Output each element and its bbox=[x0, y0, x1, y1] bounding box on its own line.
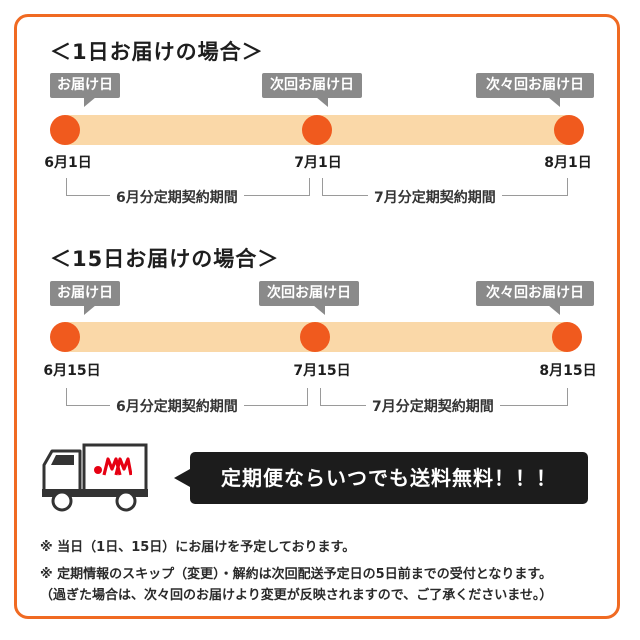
contract-period-label: 7月分定期契約期間 bbox=[366, 396, 500, 416]
date-label: 8月15日 bbox=[539, 363, 597, 379]
date-label: 8月1日 bbox=[544, 155, 592, 171]
timeline-dot bbox=[552, 322, 582, 352]
delivery-truck-icon bbox=[40, 443, 150, 517]
timeline-dot bbox=[554, 115, 584, 145]
after-next-delivery-tag: 次々回お届け日 bbox=[476, 281, 594, 315]
date-label: 6月1日 bbox=[44, 155, 92, 171]
contract-period-label: 6月分定期契約期間 bbox=[110, 187, 244, 207]
delivery-date-tag: お届け日 bbox=[50, 281, 120, 315]
date-label: 7月1日 bbox=[294, 155, 342, 171]
section-title-1st: ＜1日お届けの場合＞ bbox=[50, 40, 264, 64]
date-label: 6月15日 bbox=[43, 363, 101, 379]
section-title-15th: ＜15日お届けの場合＞ bbox=[50, 247, 280, 271]
timeline-dot bbox=[50, 115, 80, 145]
next-delivery-tag: 次回お届け日 bbox=[262, 73, 362, 107]
contract-period-label: 6月分定期契約期間 bbox=[110, 396, 244, 416]
note-skip-cancel: ※ 定期情報のスキップ（変更）・解約は次回配送予定日の5日前までの受付となります… bbox=[40, 567, 553, 582]
next-delivery-tag: 次回お届け日 bbox=[259, 281, 359, 315]
note-delivery-schedule: ※ 当日（1日、15日）にお届けを予定しております。 bbox=[40, 540, 356, 555]
page-frame bbox=[14, 14, 620, 619]
timeline-dot bbox=[300, 322, 330, 352]
date-label: 7月15日 bbox=[293, 363, 351, 379]
note-late-change: （過ぎた場合は、次々回のお届けより変更が反映されますので、ご了承くださいませ。） bbox=[40, 588, 553, 603]
timeline-dot bbox=[50, 322, 80, 352]
timeline-dot bbox=[302, 115, 332, 145]
delivery-date-tag: お届け日 bbox=[50, 73, 120, 107]
brand-logo-icon bbox=[92, 455, 133, 477]
after-next-delivery-tag: 次々回お届け日 bbox=[476, 73, 594, 107]
free-shipping-banner: 定期便ならいつでも送料無料！！！ bbox=[174, 452, 588, 504]
contract-period-label: 7月分定期契約期間 bbox=[368, 187, 502, 207]
